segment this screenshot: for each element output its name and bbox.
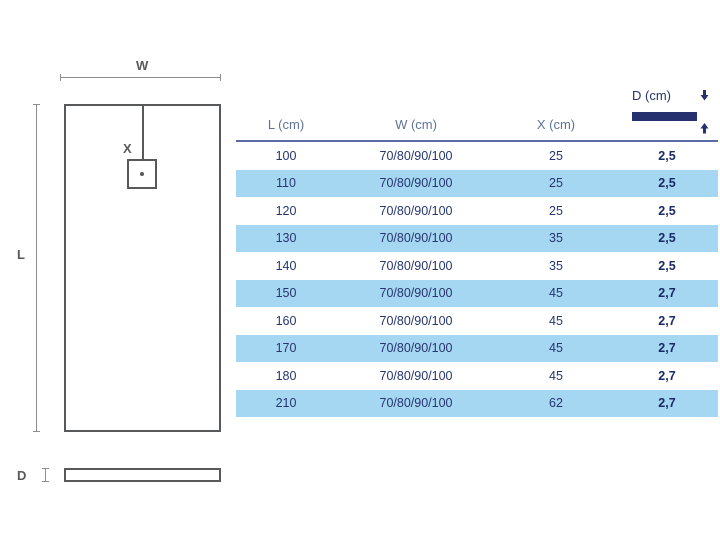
- cell-l: 140: [275, 258, 297, 273]
- cell-w: 70/80/90/100: [379, 341, 453, 356]
- cell-d: 2,7: [658, 341, 676, 356]
- drain-square-icon: [127, 159, 157, 189]
- table-row: 130 70/80/90/100 35 2,5: [236, 224, 718, 252]
- cell-d: 2,7: [658, 368, 676, 383]
- drain-center-dot-icon: [140, 172, 144, 176]
- cell-l: 180: [275, 368, 297, 383]
- cell-l: 130: [275, 231, 297, 246]
- cell-w: 70/80/90/100: [379, 258, 453, 273]
- cell-x: 45: [549, 341, 563, 356]
- cell-x: 62: [549, 396, 563, 411]
- cell-l: 160: [275, 313, 297, 328]
- cell-x: 25: [549, 203, 563, 218]
- table-row: 110 70/80/90/100 25 2,5: [236, 169, 718, 197]
- column-header-w: W (cm): [395, 116, 437, 132]
- length-dimension-line: [33, 104, 40, 432]
- width-dimension-label: W: [136, 58, 149, 73]
- cell-d: 2,5: [658, 203, 676, 218]
- cell-l: 110: [276, 176, 296, 191]
- drain-offset-label: X: [123, 141, 133, 156]
- cell-w: 70/80/90/100: [379, 203, 453, 218]
- cell-l: 170: [275, 341, 297, 356]
- dimensions-table: L (cm) W (cm) X (cm) 100 70/80/90/100 25 2,…: [236, 108, 718, 417]
- cell-l: 120: [275, 203, 297, 218]
- table-row: 150 70/80/90/100 45 2,7: [236, 279, 718, 307]
- drain-offset-leader-line: [142, 105, 144, 161]
- arrow-down-icon: [700, 90, 709, 101]
- cell-x: 45: [549, 286, 563, 301]
- length-dimension-label: L: [17, 247, 26, 262]
- cell-l: 100: [275, 148, 297, 163]
- table-row: 100 70/80/90/100 25 2,5: [236, 142, 718, 170]
- cell-w: 70/80/90/100: [379, 396, 453, 411]
- cell-d: 2,5: [658, 148, 676, 163]
- cell-d: 2,5: [658, 176, 676, 191]
- depth-column-header-label: D (cm): [632, 88, 671, 103]
- cell-x: 45: [549, 368, 563, 383]
- cell-d: 2,7: [658, 286, 676, 301]
- depth-dimension-line: [42, 468, 49, 482]
- table-row: 180 70/80/90/100 45 2,7: [236, 362, 718, 390]
- cell-w: 70/80/90/100: [379, 148, 453, 163]
- column-header-x: X (cm): [536, 116, 576, 132]
- shower-tray-side-profile-icon: [64, 468, 221, 482]
- cell-w: 70/80/90/100: [379, 231, 453, 246]
- cell-d: 2,5: [658, 258, 676, 273]
- depth-dimension-label: D: [17, 468, 27, 483]
- table-row: 170 70/80/90/100 45 2,7: [236, 334, 718, 362]
- cell-w: 70/80/90/100: [379, 313, 453, 328]
- cell-l: 210: [275, 396, 297, 411]
- cell-w: 70/80/90/100: [379, 286, 453, 301]
- column-header-l: L (cm): [267, 116, 305, 132]
- cell-x: 35: [549, 258, 563, 273]
- depth-column-header-graphic: D (cm): [616, 88, 720, 134]
- cell-x: 45: [549, 313, 563, 328]
- table-body: 100 70/80/90/100 25 2,5 110 70/80/90/100 25 2,5…: [236, 142, 718, 417]
- table-row: 120 70/80/90/100 25 2,5: [236, 197, 718, 225]
- cell-d: 2,5: [658, 231, 676, 246]
- cell-d: 2,7: [658, 313, 676, 328]
- cell-w: 70/80/90/100: [379, 176, 453, 191]
- table-header-row: L (cm) W (cm) X (cm): [236, 108, 718, 142]
- table-row: 140 70/80/90/100 35 2,5: [236, 252, 718, 280]
- cell-w: 70/80/90/100: [379, 368, 453, 383]
- table-row: 160 70/80/90/100 45 2,7: [236, 307, 718, 335]
- table-row: 210 70/80/90/100 62 2,7: [236, 389, 718, 417]
- cell-x: 25: [549, 148, 563, 163]
- cell-l: 150: [275, 286, 297, 301]
- arrow-up-icon: [700, 123, 709, 134]
- cell-x: 35: [549, 231, 563, 246]
- cell-d: 2,7: [658, 396, 676, 411]
- cell-x: 25: [549, 176, 563, 191]
- depth-thickness-bar: [632, 112, 697, 121]
- width-dimension-line: [60, 74, 221, 81]
